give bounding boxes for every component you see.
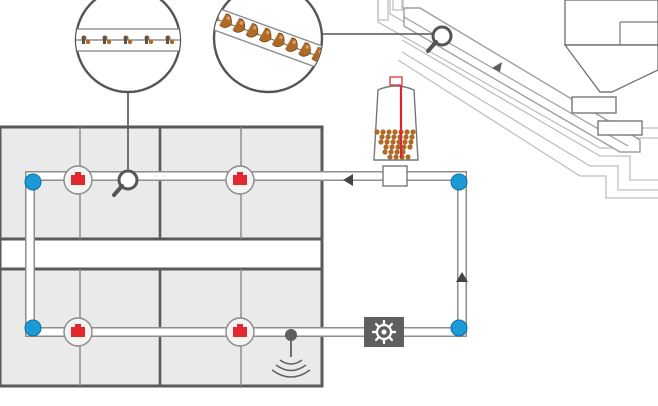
corner-nodes	[24, 173, 468, 337]
storage-silo	[563, 0, 658, 136]
grain	[331, 54, 336, 59]
feeding-valve-cap	[75, 324, 81, 327]
chain-link	[82, 36, 85, 44]
wireless-signal-icon	[271, 329, 311, 378]
feeding-valve-cap	[75, 172, 81, 175]
grain	[391, 134, 397, 140]
grain	[390, 139, 396, 145]
flow-arrow-icon	[492, 62, 502, 72]
drive-unit	[364, 317, 404, 347]
grain	[85, 39, 91, 45]
hopper-inlet	[389, 76, 403, 86]
pipe-vertical-top-2	[392, 0, 404, 11]
chain-link	[124, 36, 127, 44]
feeding-point	[225, 165, 255, 195]
feeding-points	[63, 165, 255, 347]
grain	[405, 154, 411, 160]
grain	[214, 11, 218, 16]
chain-link	[145, 36, 148, 44]
corner-node	[24, 319, 42, 337]
grain	[385, 134, 391, 140]
grain	[407, 144, 413, 150]
grain	[393, 154, 399, 160]
feeding-point	[63, 165, 93, 195]
incline-pipe-6	[397, 59, 658, 199]
grain	[380, 129, 386, 135]
feeding-valve-cap	[237, 324, 243, 327]
chain-link	[103, 36, 106, 44]
feeding-point	[225, 317, 255, 347]
corner-node	[24, 173, 42, 191]
grain	[169, 39, 175, 45]
feeding-point	[63, 317, 93, 347]
grain	[409, 134, 415, 140]
grain	[395, 144, 401, 150]
corner-node	[450, 319, 468, 337]
grain	[305, 45, 310, 49]
grain	[404, 129, 410, 135]
silo-outlet-box-2	[597, 120, 643, 136]
grain	[382, 149, 388, 155]
feeding-valve	[233, 327, 247, 337]
grain	[394, 149, 400, 155]
grain	[392, 129, 398, 135]
hopper-outlet	[382, 165, 408, 187]
incline-pipe-4	[401, 39, 658, 181]
grain	[386, 129, 392, 135]
feeding-valve	[71, 175, 85, 185]
grain	[279, 35, 283, 40]
sparse-grain-chain	[81, 35, 175, 45]
grain	[408, 139, 414, 145]
grain	[106, 39, 112, 45]
grain	[252, 26, 257, 30]
grain	[383, 144, 389, 150]
magnifier-icon	[426, 25, 453, 53]
grain	[379, 134, 385, 140]
grain	[402, 139, 408, 145]
grain	[239, 21, 244, 25]
chain-link	[166, 36, 169, 44]
corner-node	[450, 173, 468, 191]
feed-hopper	[373, 76, 419, 187]
flow-arrow-icon	[456, 272, 468, 282]
gear-icon	[371, 319, 397, 345]
pipe-vertical-top	[377, 0, 389, 21]
grain	[388, 149, 394, 155]
grain	[374, 129, 380, 135]
magnifier-icon	[112, 169, 139, 197]
grain	[378, 139, 384, 145]
building-corridor	[0, 237, 324, 271]
grain	[403, 134, 409, 140]
grain	[410, 129, 416, 135]
grain	[127, 39, 133, 45]
feeding-valve	[233, 175, 247, 185]
grain	[389, 144, 395, 150]
grain	[387, 154, 393, 160]
incline-pipe-5	[401, 51, 658, 191]
grain	[226, 16, 231, 21]
building-floor-plan	[0, 125, 324, 388]
silo-hopper	[563, 44, 658, 93]
grain	[384, 139, 390, 145]
feeding-valve-cap	[237, 172, 243, 175]
feeding-valve	[71, 327, 85, 337]
grain	[401, 144, 407, 150]
flow-arrow-icon	[343, 174, 353, 186]
grain-cluster	[324, 51, 339, 68]
incline-conveyor-band	[403, 7, 641, 153]
grain	[148, 39, 154, 45]
zoom-callout-dense	[212, 0, 339, 94]
grain	[292, 40, 296, 44]
zoom-callout-sparse	[74, 0, 182, 94]
grain	[266, 30, 270, 35]
silo-outlet-box	[571, 96, 617, 114]
